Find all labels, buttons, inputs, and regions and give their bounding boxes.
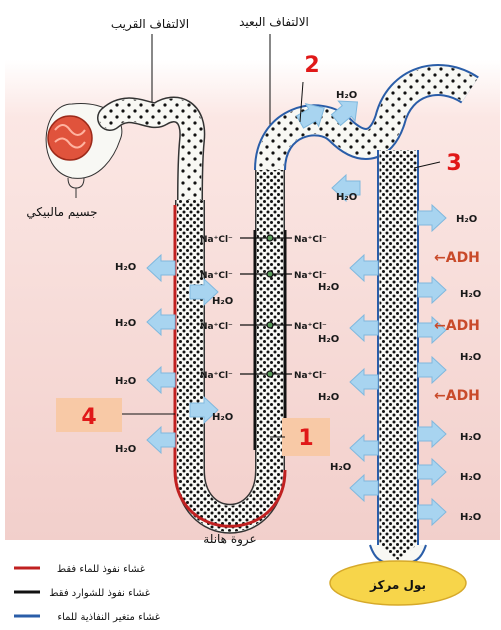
ion-label: Na⁺Cl⁻ (200, 371, 233, 381)
water-label: H₂O (460, 352, 481, 363)
ion-label: Na⁺Cl⁻ (294, 371, 327, 381)
loop-of-henle-label: عروة هانلة (203, 532, 256, 547)
water-label: H₂O (318, 392, 339, 403)
number-marker-4: 4 (81, 405, 96, 430)
malpighian-body-label: جسيم مالبيكي (26, 205, 97, 219)
adh-label: ←ADH (434, 388, 480, 404)
number-marker-2: 2 (304, 53, 319, 78)
concentrated-urine-label: بول مركز (369, 578, 426, 593)
adh-label: ←ADH (434, 250, 480, 266)
adh-label: ←ADH (434, 318, 480, 334)
water-label: H₂O (460, 512, 481, 523)
legend-item: غشاء نفوذ للشوارد فقط (49, 588, 150, 599)
ion-label: Na⁺Cl⁻ (294, 271, 327, 281)
number-marker-1: 1 (298, 426, 313, 451)
water-label: H₂O (330, 462, 351, 473)
distal-tubule-label: الالتفاف البعيد (239, 15, 309, 29)
water-label: H₂O (460, 472, 481, 483)
water-label: H₂O (460, 432, 481, 443)
water-label: H₂O (115, 318, 136, 329)
legend: غشاء نفوذ للماء فقط غشاء نفوذ للشوارد فق… (14, 564, 160, 623)
water-label: H₂O (115, 376, 136, 387)
water-label: H₂O (456, 214, 477, 225)
ion-label: Na⁺Cl⁻ (294, 235, 327, 245)
water-label: H₂O (318, 334, 339, 345)
ion-label: Na⁺Cl⁻ (294, 322, 327, 332)
water-label: H₂O (212, 412, 233, 423)
ion-label: Na⁺Cl⁻ (200, 322, 233, 332)
legend-item: غشاء متغير النفاذية للماء (57, 612, 160, 623)
glomerulus-icon (48, 116, 92, 160)
proximal-tubule-label: الالتفاف القريب (111, 17, 189, 32)
water-label: H₂O (460, 289, 481, 300)
water-label: H₂O (318, 282, 339, 293)
water-label: H₂O (115, 262, 136, 273)
ion-label: Na⁺Cl⁻ (200, 235, 233, 245)
number-marker-3: 3 (446, 151, 461, 176)
water-label: H₂O (336, 192, 357, 203)
water-label: H₂O (212, 296, 233, 307)
legend-item: غشاء نفوذ للماء فقط (57, 564, 145, 575)
water-label: H₂O (336, 90, 357, 101)
water-label: H₂O (115, 444, 136, 455)
